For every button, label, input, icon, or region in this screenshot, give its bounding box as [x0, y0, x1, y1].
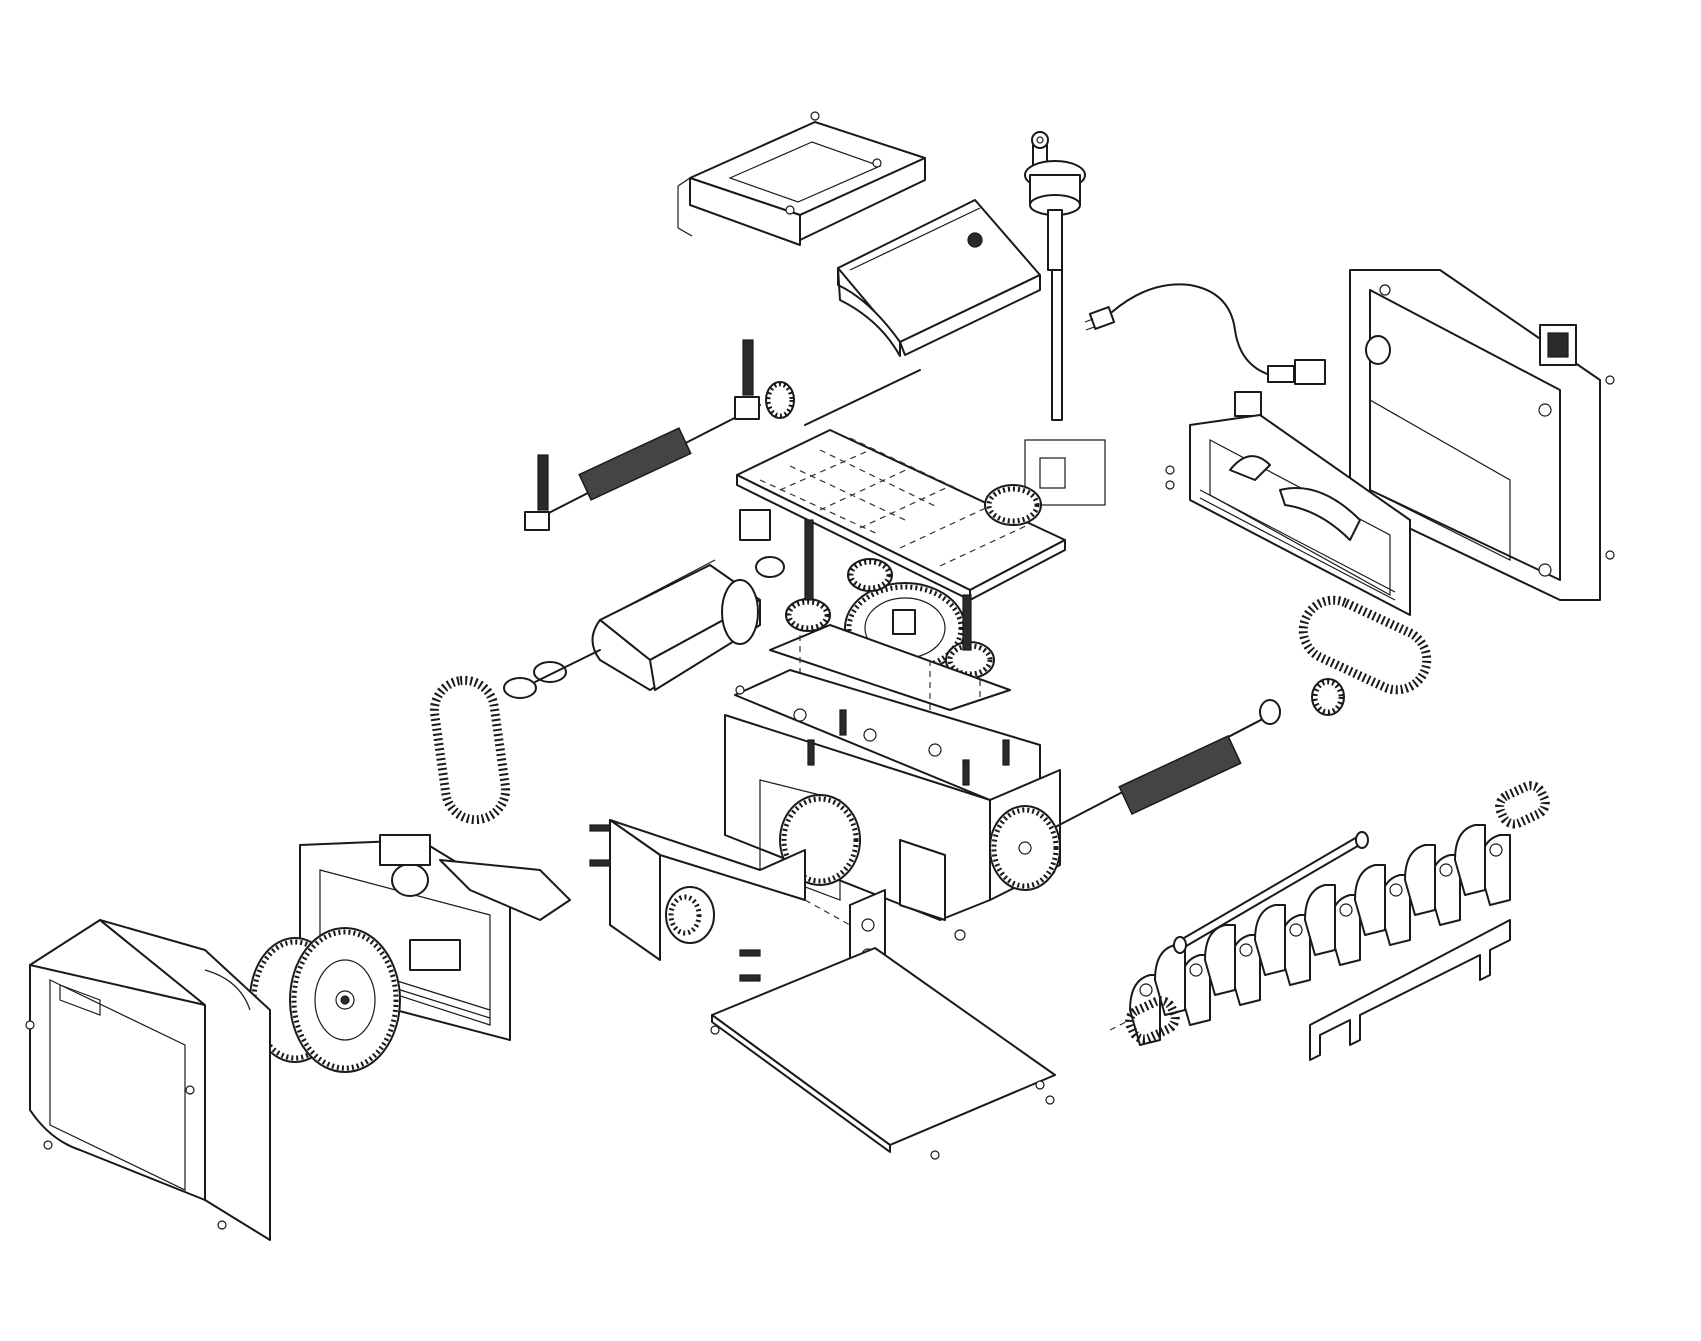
- blade-rod: [1173, 831, 1369, 954]
- lower-feed-roller: [989, 699, 1281, 891]
- bottom-plate: [710, 947, 1056, 1160]
- power-cord: [1084, 283, 1326, 417]
- right-housing: [1349, 269, 1615, 601]
- large-drive-gears: [249, 927, 401, 1073]
- gear-train: [739, 484, 1042, 740]
- left-housing-cover: [25, 919, 271, 1241]
- feed-tray: [837, 199, 1041, 357]
- comb-bracket: [1309, 919, 1511, 1061]
- motor: [503, 556, 785, 699]
- upper-feed-roller: [524, 339, 795, 531]
- perforated-plate: [736, 369, 1106, 601]
- right-side-frame: [1165, 414, 1411, 616]
- main-frame: [724, 669, 1061, 941]
- adjustment-knob-shaft: [1024, 131, 1086, 421]
- right-drive-belt: [1298, 595, 1432, 716]
- comb-blades: [1109, 781, 1550, 1046]
- top-cover-plate: [677, 111, 926, 246]
- left-drive-belt: [429, 675, 511, 825]
